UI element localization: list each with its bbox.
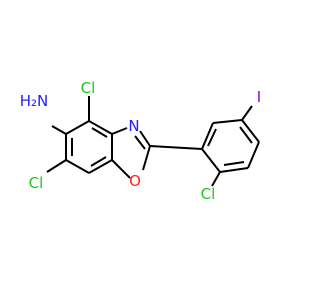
chlorine-atom-label: Cl [201,185,216,203]
chlorine-atom-label: Cl [29,174,44,192]
bond [201,122,214,150]
bonds [46,96,260,187]
bond [212,119,243,124]
bond [139,130,151,147]
nitrogen-atom-label: N [128,117,139,135]
bond [111,159,131,179]
bond [142,145,151,171]
bond [149,145,203,150]
bond [247,141,260,169]
bond [51,125,67,135]
bond [91,127,108,138]
bond [211,171,221,187]
bond [46,159,67,173]
iodine-atom-label: I [257,88,261,106]
bond [134,135,146,150]
bond [223,161,245,166]
bond [65,159,90,174]
bond [65,120,90,135]
bond [88,120,113,135]
amine-group-label: H₂N [20,92,49,110]
oxygen-atom-label: O [129,172,141,190]
molecule-structure: Cl H₂N N O Cl Cl I [20,79,261,203]
bond [219,167,249,173]
bond [111,127,128,135]
bond [88,159,113,174]
chlorine-atom-label: Cl [81,79,96,97]
bond [241,119,260,143]
bond [239,126,253,144]
bond [90,156,107,167]
bond [207,128,217,147]
bond [201,148,221,173]
bond [241,105,253,121]
atom-labels: Cl H₂N N O Cl Cl I [20,79,261,203]
